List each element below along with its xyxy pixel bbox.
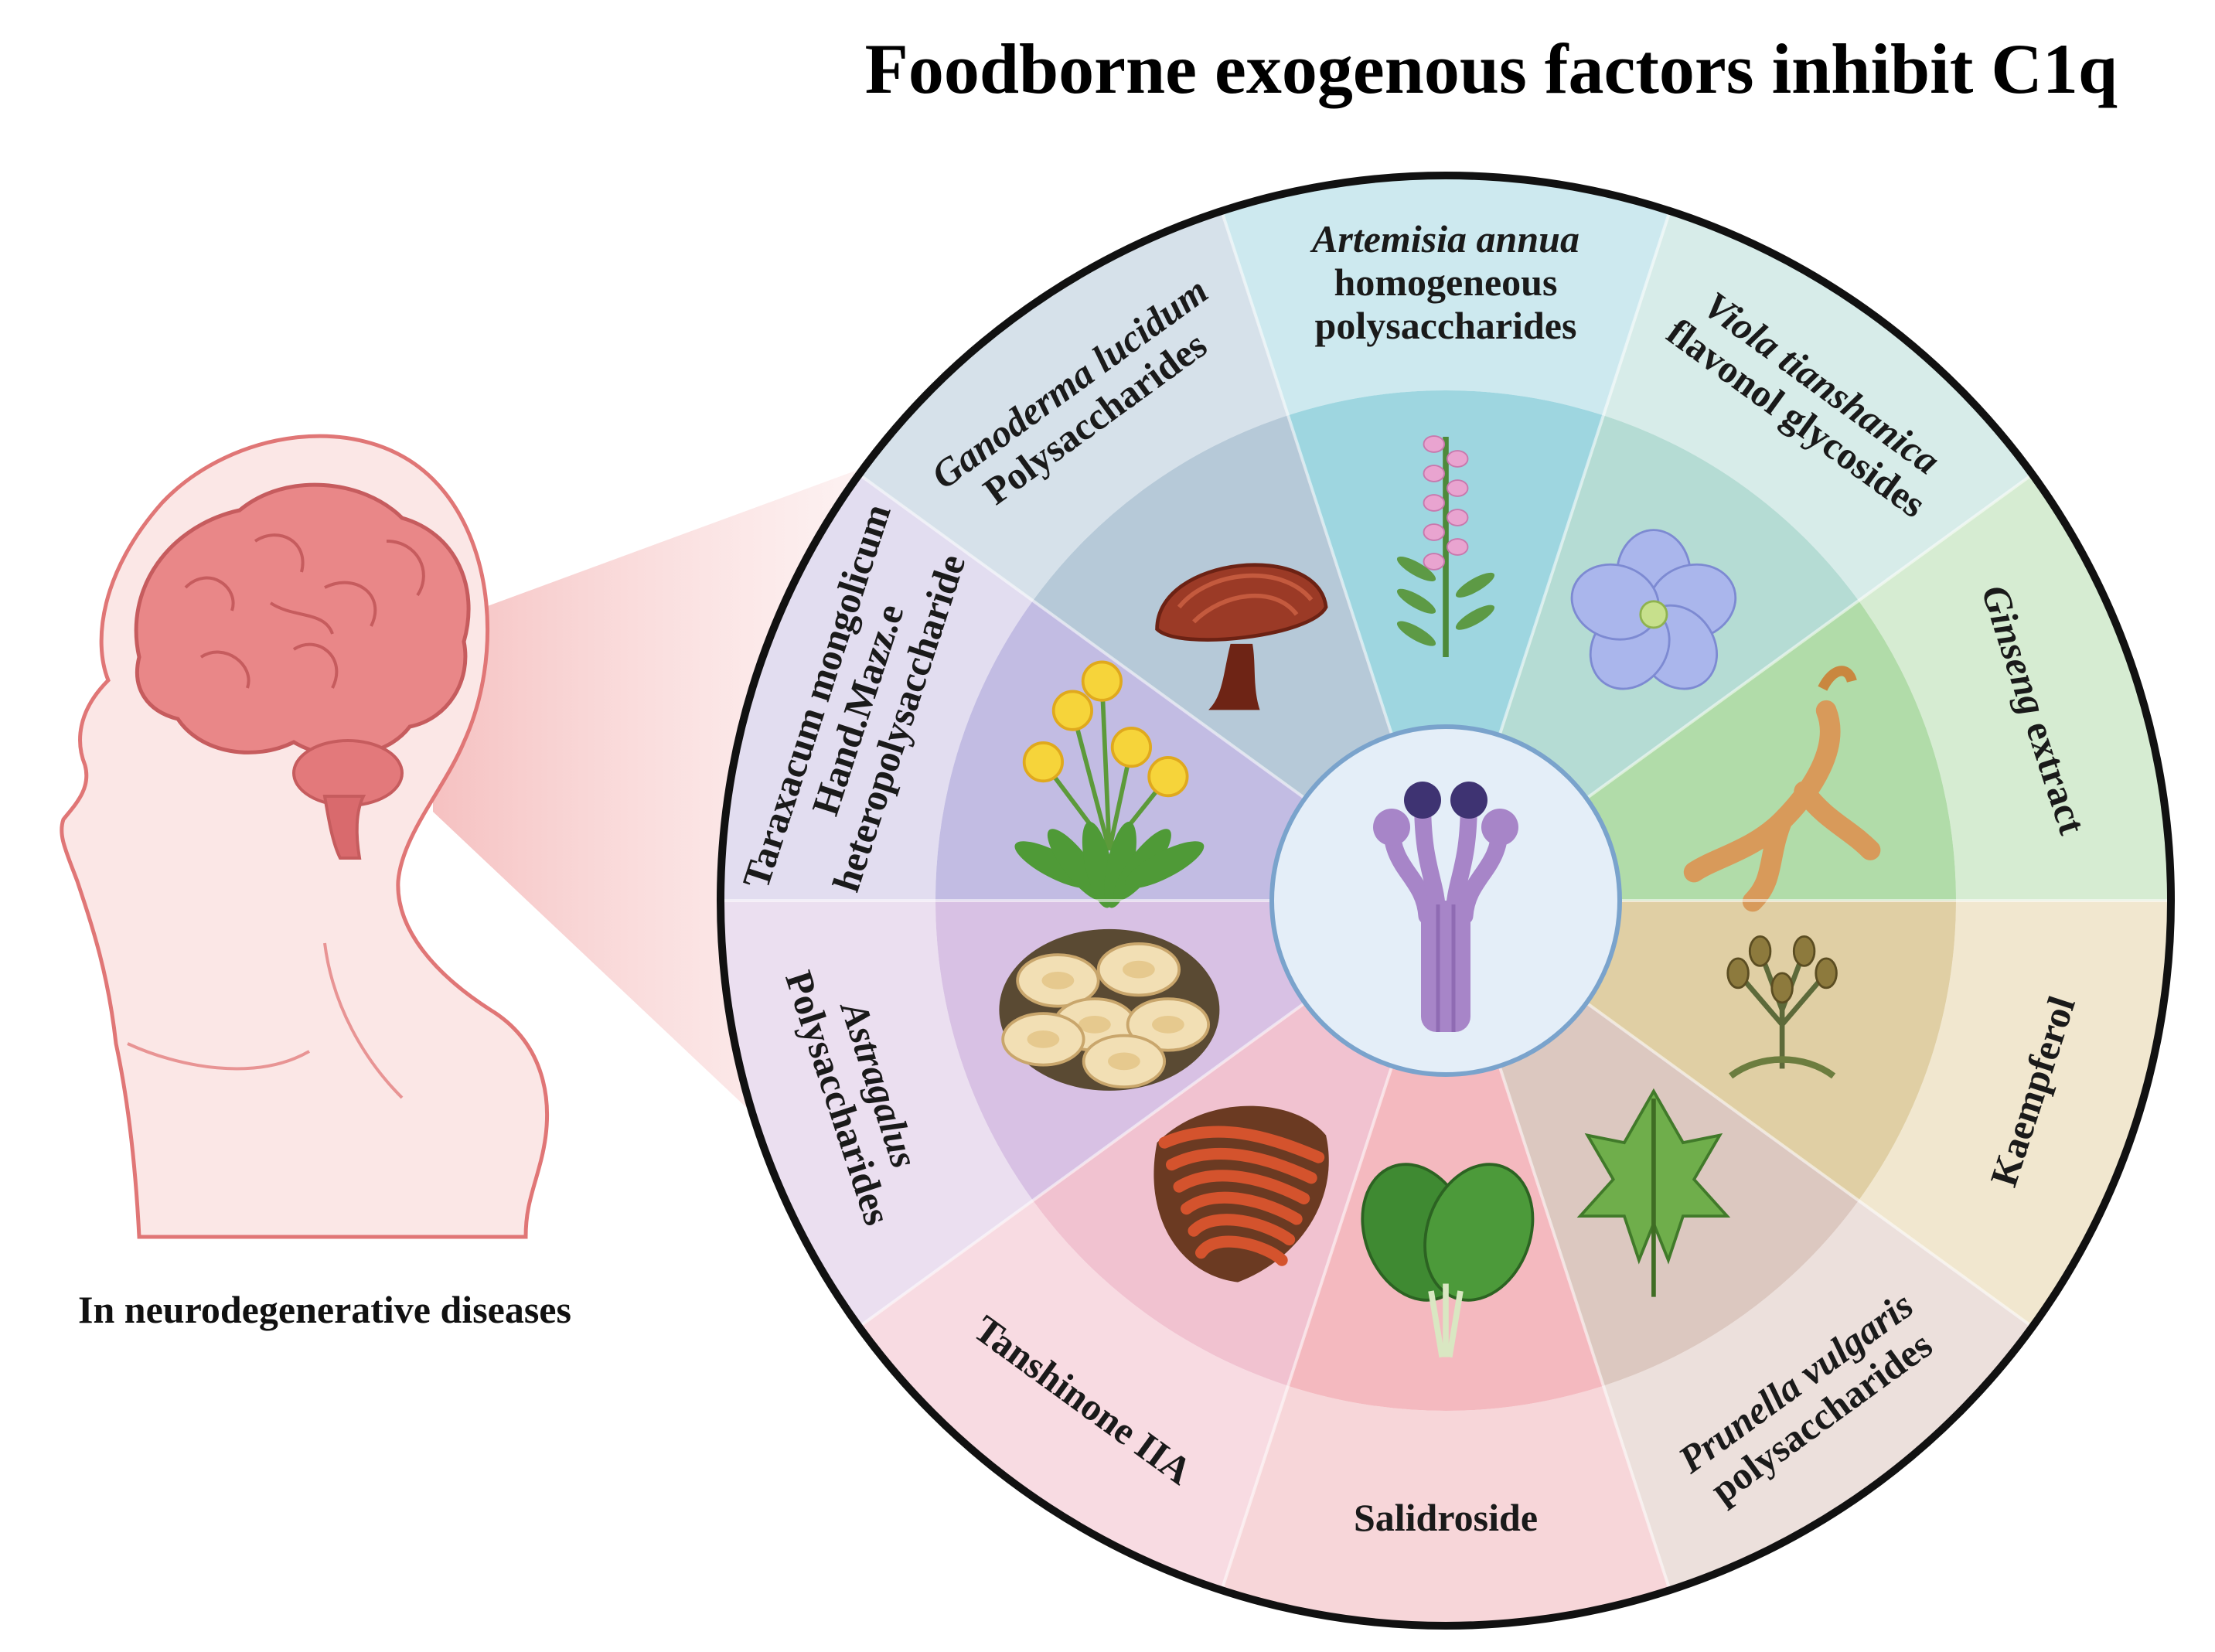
figure-title: Foodborne exogenous factors inhibit C1q (864, 29, 2118, 108)
ginseng-root-icon (1683, 666, 1881, 912)
violet-flower-icon (1570, 529, 1737, 690)
reishi-mushroom-icon (1155, 563, 1328, 710)
spinach-icon (1361, 1163, 1535, 1358)
c1q-protein-icon (1373, 782, 1518, 1032)
brain-caption: In neurodegenerative diseases (78, 1288, 571, 1331)
kaempferol-plant-icon (1726, 935, 1838, 1079)
prunella-leaf-icon (1576, 1088, 1731, 1297)
segment-inner-kaempferol (1586, 901, 1956, 1201)
segment-outer-tanshinone (859, 1200, 1289, 1591)
segment-outer-ganoderma (859, 210, 1289, 601)
segment-inner-ginseng (1586, 601, 1956, 901)
segment-outer-viola (1603, 210, 2033, 601)
segment-label-salidroside: Salidroside (1354, 1496, 1538, 1539)
segment-outer-artemisia (1222, 175, 1670, 416)
segment-outer-salidroside (1222, 1385, 1670, 1626)
wheel-border (717, 172, 2175, 1630)
segment-outer-prunella (1603, 1200, 2033, 1591)
brain-icon (134, 482, 471, 860)
artemisia-flower-icon (1396, 435, 1495, 658)
salvia-root-icon (1154, 1105, 1329, 1282)
astragalus-slices-icon (999, 928, 1220, 1091)
dandelion-icon (1014, 660, 1205, 908)
